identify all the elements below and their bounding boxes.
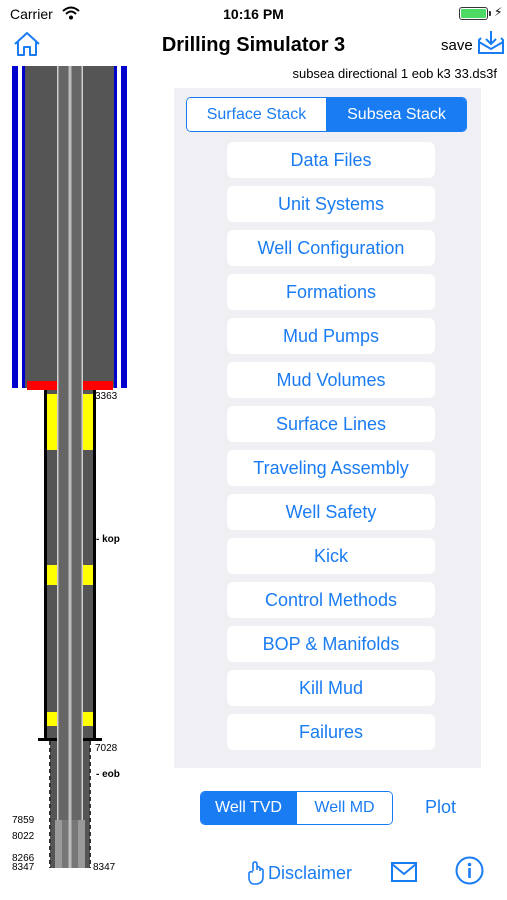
bop-right: [83, 381, 113, 390]
home-icon[interactable]: [12, 30, 42, 58]
depth-label-3363: 3363: [95, 391, 118, 402]
centralizer: [82, 712, 93, 726]
eob-label: - eob: [96, 769, 120, 780]
info-icon[interactable]: [455, 856, 484, 885]
menu-item-surface-lines[interactable]: Surface Lines: [227, 406, 435, 442]
file-name: subsea directional 1 eob k3 33.ds3f: [292, 66, 497, 81]
save-tray-icon[interactable]: [477, 28, 505, 56]
well-md-option[interactable]: Well MD: [296, 792, 392, 824]
stack-type-segment[interactable]: Surface Stack Subsea Stack: [186, 97, 467, 132]
centralizer: [82, 394, 93, 450]
depth-label-8022: 8022: [12, 831, 35, 842]
menu-item-traveling-assembly[interactable]: Traveling Assembly: [227, 450, 435, 486]
save-label[interactable]: save: [441, 37, 473, 54]
menu-item-unit-systems[interactable]: Unit Systems: [227, 186, 435, 222]
plot-button[interactable]: Plot: [425, 797, 457, 817]
bop-left: [27, 381, 57, 390]
depth-label-7028: 7028: [95, 743, 118, 754]
carrier-label: Carrier: [10, 6, 53, 22]
menu-item-well-configuration[interactable]: Well Configuration: [227, 230, 435, 266]
menu-item-control-methods[interactable]: Control Methods: [227, 582, 435, 618]
charging-icon: ⚡: [494, 5, 503, 19]
menu-item-well-safety[interactable]: Well Safety: [227, 494, 435, 530]
depth-label-8347-right: 8347: [93, 862, 116, 873]
wifi-icon: [62, 6, 80, 20]
riser-outer-left: [12, 66, 18, 388]
depth-label-7859: 7859: [12, 815, 35, 826]
well-tvd-option[interactable]: Well TVD: [201, 792, 296, 824]
well-view-segment[interactable]: Well TVD Well MD: [200, 791, 393, 825]
centralizer: [82, 565, 93, 585]
depth-label-8347: 8347: [12, 862, 35, 873]
kop-label: - kop: [96, 534, 120, 545]
riser-inner-right: [114, 66, 117, 388]
depth-label-8266: 8266: [12, 853, 35, 864]
menu-item-data-files[interactable]: Data Files: [227, 142, 435, 178]
surface-stack-option[interactable]: Surface Stack: [187, 98, 326, 131]
subsea-stack-option[interactable]: Subsea Stack: [326, 98, 466, 131]
battery-icon: [459, 7, 488, 20]
menu-item-failures[interactable]: Failures: [227, 714, 435, 750]
menu-item-formations[interactable]: Formations: [227, 274, 435, 310]
casing-wall-right: [93, 390, 96, 740]
hand-icon: [248, 861, 264, 885]
centralizer: [47, 712, 58, 726]
menu-item-kick[interactable]: Kick: [227, 538, 435, 574]
riser-inner-left: [22, 66, 25, 388]
riser-outer-right: [121, 66, 127, 388]
app-title: Drilling Simulator 3: [161, 34, 346, 56]
mail-icon[interactable]: [391, 861, 417, 883]
disclaimer-label: Disclaimer: [268, 862, 353, 883]
menu-item-bop-manifolds[interactable]: BOP & Manifolds: [227, 626, 435, 662]
menu-item-kill-mud[interactable]: Kill Mud: [227, 670, 435, 706]
centralizer: [47, 394, 58, 450]
status-time: 10:16 PM: [223, 6, 284, 22]
well-diagram: 3363 - kop 7028 - eob 7859 8022 8266 834…: [12, 66, 127, 873]
menu-item-mud-pumps[interactable]: Mud Pumps: [227, 318, 435, 354]
status-bar: Carrier 10:16 PM ⚡: [0, 0, 507, 28]
menu-item-mud-volumes[interactable]: Mud Volumes: [227, 362, 435, 398]
disclaimer-button[interactable]: Disclaimer: [248, 858, 352, 888]
centralizer: [47, 565, 58, 585]
casing-wall-left: [44, 390, 47, 740]
